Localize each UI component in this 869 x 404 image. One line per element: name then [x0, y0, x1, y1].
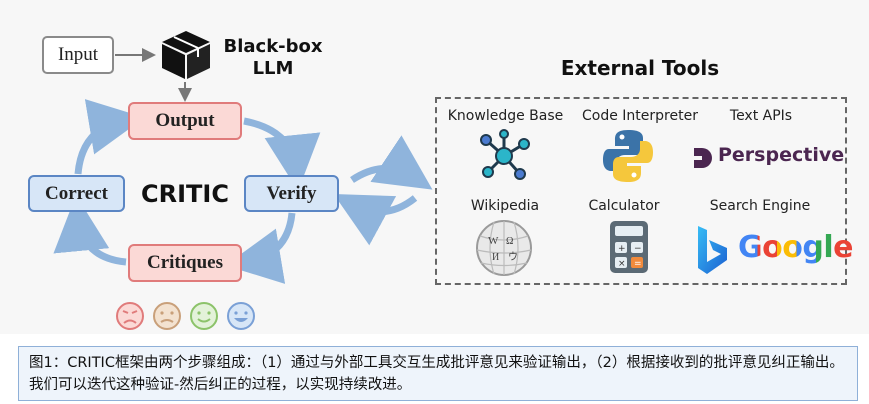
google-wordmark-text: Google [738, 230, 853, 265]
perspective-wordmark: Perspective [718, 144, 845, 166]
correct-node: Correct [28, 175, 125, 212]
external-tools-box [435, 97, 847, 285]
happy-face-icon [227, 302, 255, 330]
calculator-icon: + − × = [610, 221, 648, 273]
bing-logo-icon [698, 226, 727, 274]
tool-label-knowledge-base: Knowledge Base [447, 108, 564, 124]
tool-label-code-interpreter: Code Interpreter [582, 108, 698, 124]
svg-text:W: W [488, 235, 499, 247]
google-wordmark: Google [738, 230, 853, 265]
critic-label: CRITIC [141, 180, 229, 208]
svg-text:ウ: ウ [508, 251, 518, 263]
tool-label-calculator: Calculator [588, 198, 660, 214]
svg-text:Ω: Ω [506, 236, 513, 247]
external-tools-title: External Tools [560, 56, 720, 80]
verify-node: Verify [244, 175, 339, 212]
wikipedia-globe-icon: W Ω И ウ [476, 220, 532, 276]
tool-label-wikipedia: Wikipedia [470, 198, 540, 214]
angry-face-icon [116, 302, 144, 330]
svg-text:−: − [634, 244, 642, 254]
llm-label: Black-box LLM [218, 36, 328, 80]
frown-face-icon [153, 302, 181, 330]
svg-text:+: + [618, 244, 626, 254]
tool-label-search-engine: Search Engine [709, 198, 811, 214]
smile-face-icon [190, 302, 218, 330]
input-node: Input [42, 36, 114, 74]
black-box-icon [162, 31, 210, 79]
svg-text:=: = [634, 259, 642, 269]
cycle-arrows [53, 48, 433, 284]
svg-text:И: И [492, 252, 499, 263]
figure-caption: 图1：CRITIC框架由两个步骤组成：（1）通过与外部工具交互生成批评意见来验证… [18, 346, 858, 401]
knowledge-graph-icon [480, 129, 530, 180]
tool-label-text-apis: Text APIs [729, 108, 793, 124]
llm-label-line2: LLM [252, 58, 294, 79]
svg-text:×: × [618, 259, 626, 269]
output-node: Output [128, 102, 242, 140]
python-logo-icon [603, 130, 653, 182]
perspective-logo-icon [694, 148, 712, 168]
llm-label-line1: Black-box [223, 36, 323, 57]
critiques-node: Critiques [128, 244, 242, 282]
